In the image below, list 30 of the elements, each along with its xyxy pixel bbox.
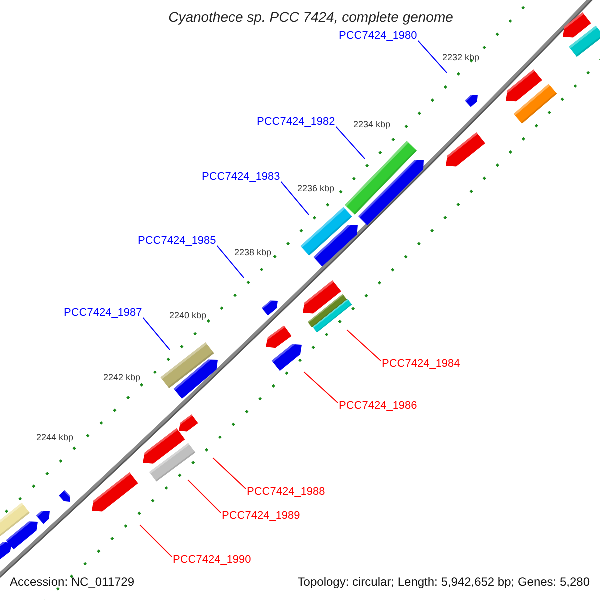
footer-text: Topology: circular; Length: 5,942,652 bp; Genes: 5,280 xyxy=(298,575,590,589)
scale-label: 2240 kbp xyxy=(169,310,207,322)
leader-line xyxy=(212,458,246,490)
leader-line xyxy=(304,372,338,404)
gene-label: PCC7424_1987 xyxy=(64,307,142,320)
gene-label: PCC7424_1985 xyxy=(138,235,216,248)
footer-text: Accession: NC_011729 xyxy=(10,575,135,589)
leader-line xyxy=(188,480,222,514)
scale-label: 2236 kbp xyxy=(297,184,335,194)
scale-label: 2244 kbp xyxy=(36,432,74,444)
leader-line xyxy=(216,246,244,278)
leader-line xyxy=(418,40,448,74)
gene-label: PCC7424_1980 xyxy=(339,30,418,43)
leader-line xyxy=(336,126,366,160)
scale-label: 2232 kbp xyxy=(442,52,480,64)
gene-label: PCC7424_1984 xyxy=(382,358,460,371)
leader-line xyxy=(142,318,170,350)
leader-line xyxy=(140,524,172,558)
scale-label: 2238 kbp xyxy=(234,248,272,258)
gene-label: PCC7424_1986 xyxy=(339,400,418,413)
gene-label: PCC7424_1988 xyxy=(247,486,326,499)
gene-label: PCC7424_1990 xyxy=(173,554,252,567)
gene-label: PCC7424_1982 xyxy=(257,116,336,129)
leader-line xyxy=(280,182,310,216)
gene-label: PCC7424_1989 xyxy=(222,510,300,523)
leader-line xyxy=(346,330,382,362)
scale-label: 2234 kbp xyxy=(353,120,391,130)
diagram-title: Cyanothece sp. PCC 7424, complete genome xyxy=(168,9,454,25)
scale-label: 2242 kbp xyxy=(103,372,141,384)
gene-label: PCC7424_1983 xyxy=(202,171,280,184)
